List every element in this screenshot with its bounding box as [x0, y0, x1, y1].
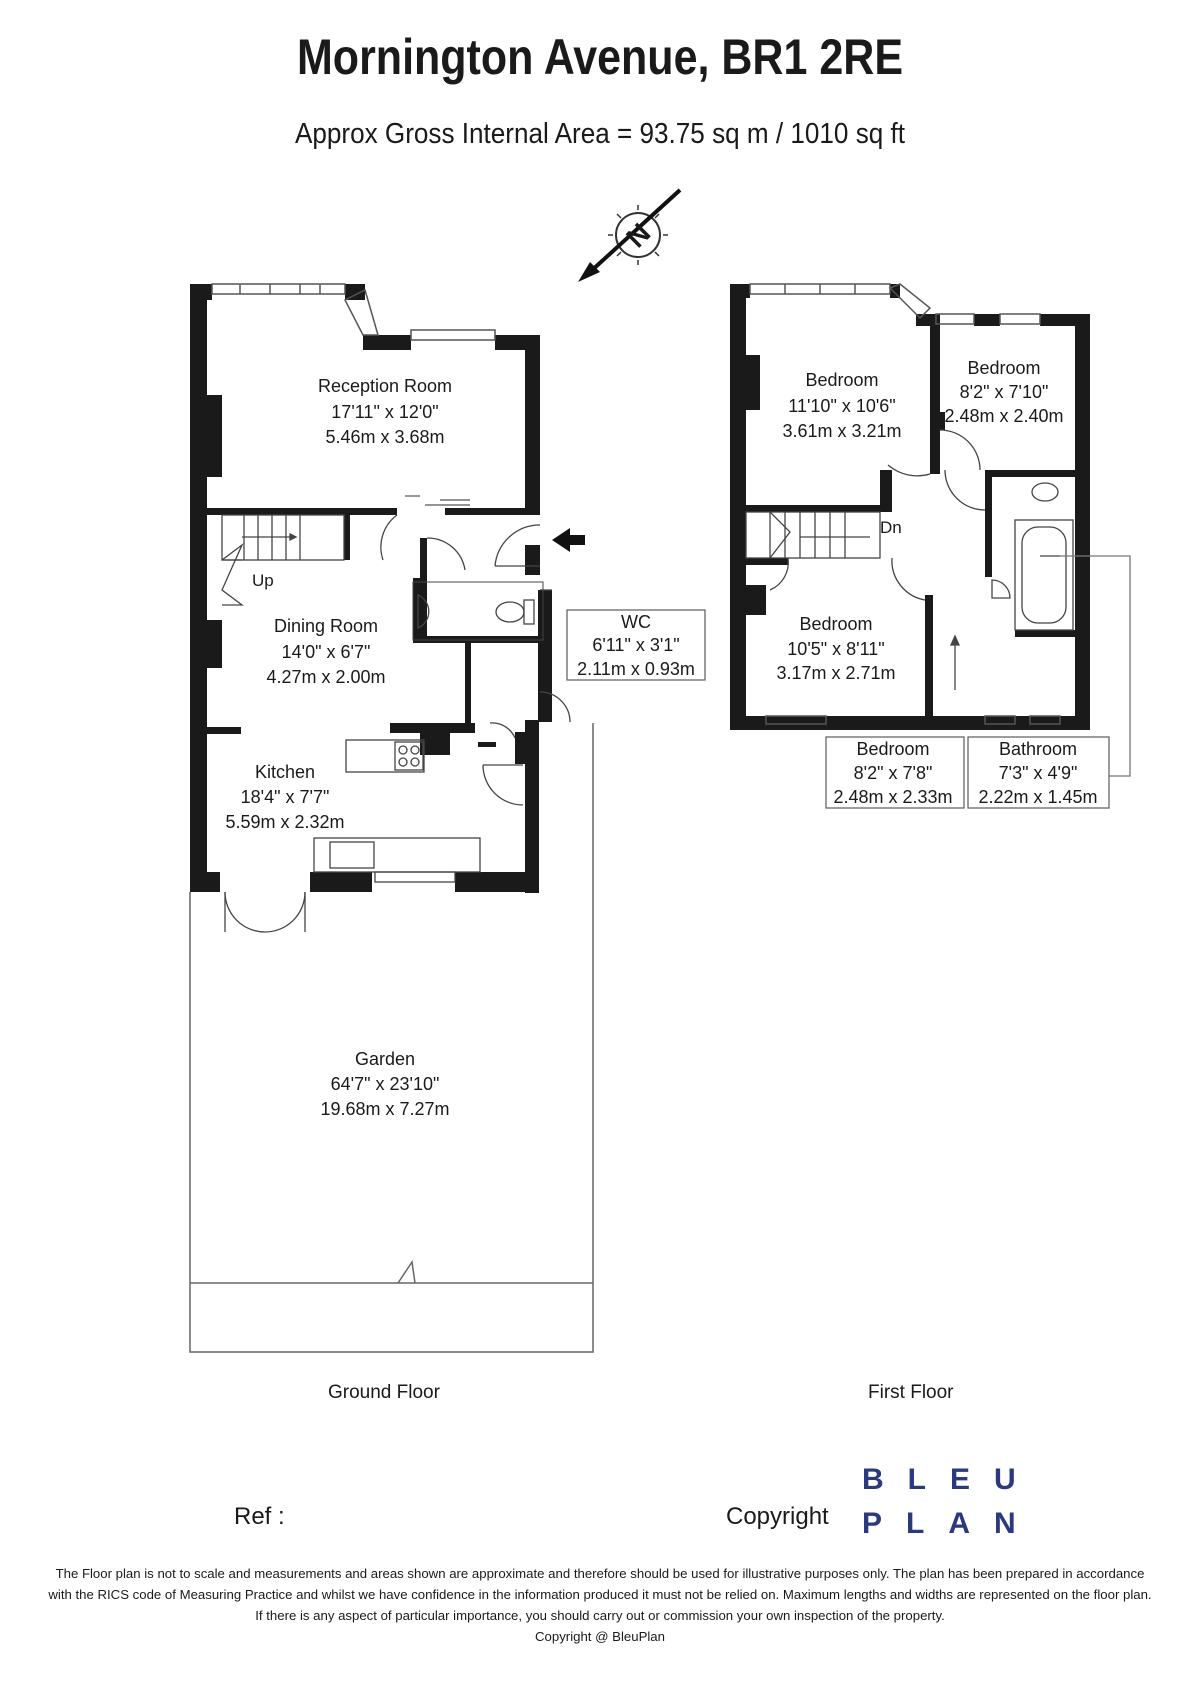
room-imperial: 7'3" x 4'9"	[999, 763, 1078, 783]
room-bedroom-4: Bedroom 8'2" x 7'8" 2.48m x 2.33m	[825, 736, 965, 809]
ground-floor-doors	[224, 514, 571, 933]
room-name: Bedroom	[967, 358, 1040, 378]
first-floor-windows	[749, 283, 1061, 725]
plan-title: Mornington Avenue, BR1 2RE	[296, 29, 904, 85]
toilet-icon	[495, 601, 525, 623]
room-imperial: 6'11" x 3'1"	[592, 635, 679, 655]
room-name: Bedroom	[856, 739, 929, 759]
room-imperial: 14'0" x 6'7"	[282, 642, 371, 662]
room-name: Bathroom	[999, 739, 1077, 759]
first-floor-label: First Floor	[868, 1382, 954, 1403]
room-name: Garden	[355, 1049, 415, 1069]
disclaimer-line: with the RICS code of Measuring Practice…	[48, 1587, 1152, 1602]
ground-floor-plan: Up	[189, 283, 594, 1353]
room-bedroom-3: Bedroom 10'5" x 8'11" 3.17m x 2.71m	[776, 614, 895, 683]
room-imperial: 18'4" x 7'7"	[241, 787, 330, 807]
disclaimer: The Floor plan is not to scale and measu…	[0, 1563, 1200, 1647]
sliding-door-marks	[405, 495, 470, 506]
first-floor-stairs	[745, 511, 881, 559]
ground-floor-label: Ground Floor	[328, 1382, 440, 1403]
garden-gate	[397, 1259, 416, 1284]
room-name: Bedroom	[805, 370, 878, 390]
room-wc: WC 6'11" x 3'1" 2.11m x 0.93m	[566, 609, 706, 681]
entrance-arrow-icon	[552, 528, 585, 552]
room-metric: 5.59m x 2.32m	[225, 812, 344, 832]
basin-icon	[991, 579, 1011, 599]
first-floor-doors	[769, 429, 986, 690]
room-bedroom-2: Bedroom 8'2" x 7'10" 2.48m x 2.40m	[944, 358, 1063, 426]
room-imperial: 64'7" x 23'10"	[331, 1074, 440, 1094]
ref-label: Ref :	[234, 1503, 285, 1530]
room-kitchen: Kitchen 18'4" x 7'7" 5.59m x 2.32m	[225, 762, 344, 832]
bathtub-icon	[1014, 519, 1074, 631]
kitchen-counters	[313, 739, 481, 883]
room-name: Kitchen	[255, 762, 315, 782]
garden-boundary	[189, 723, 594, 1353]
reception-bay-window	[211, 283, 496, 341]
stairs-down-label: Dn	[880, 518, 902, 537]
ground-floor-stairs	[221, 514, 345, 606]
room-metric: 2.48m x 2.40m	[944, 406, 1063, 426]
room-metric: 3.61m x 3.21m	[782, 421, 901, 441]
room-metric: 2.11m x 0.93m	[577, 659, 695, 679]
room-imperial: 11'10" x 10'6"	[788, 396, 895, 416]
room-name: Bedroom	[799, 614, 872, 634]
stairs-up-label: Up	[252, 571, 274, 590]
room-bathroom: Bathroom 7'3" x 4'9" 2.22m x 1.45m	[967, 736, 1110, 809]
room-bedroom-1: Bedroom 11'10" x 10'6" 3.61m x 3.21m	[782, 370, 901, 441]
room-imperial: 10'5" x 8'11"	[787, 639, 884, 659]
room-imperial: 17'11" x 12'0"	[331, 402, 438, 422]
hob-icon	[394, 741, 424, 771]
room-metric: 5.46m x 3.68m	[325, 427, 444, 447]
sink-icon	[329, 841, 375, 869]
bleuplan-logo: BLEU PLAN	[862, 1458, 1040, 1546]
room-imperial: 8'2" x 7'8"	[854, 763, 933, 783]
room-metric: 19.68m x 7.27m	[320, 1099, 449, 1119]
gross-area: Approx Gross Internal Area = 93.75 sq m …	[294, 118, 906, 150]
toilet-icon	[1031, 482, 1059, 502]
wc-basin-icon	[417, 594, 430, 629]
compass-icon: N	[578, 188, 682, 282]
room-imperial: 8'2" x 7'10"	[960, 382, 1049, 402]
disclaimer-line: If there is any aspect of particular imp…	[255, 1608, 945, 1623]
room-metric: 2.22m x 1.45m	[978, 787, 1097, 807]
room-metric: 3.17m x 2.71m	[776, 663, 895, 683]
room-dining: Dining Room 14'0" x 6'7" 4.27m x 2.00m	[266, 616, 385, 687]
wc-fixtures	[412, 581, 552, 641]
first-floor-walls	[730, 284, 1090, 730]
room-name: Reception Room	[318, 376, 452, 396]
logo-line-2: PLAN	[862, 1507, 1040, 1540]
first-floor-plan: Dn	[730, 283, 1131, 777]
copyright-label: Copyright	[726, 1503, 829, 1530]
logo-line-1: BLEU	[862, 1463, 1040, 1496]
room-reception: Reception Room 17'11" x 12'0" 5.46m x 3.…	[318, 376, 452, 447]
bathroom-fixtures	[991, 482, 1131, 777]
room-metric: 2.48m x 2.33m	[833, 787, 952, 807]
room-name: WC	[621, 612, 651, 632]
room-metric: 4.27m x 2.00m	[266, 667, 385, 687]
room-garden: Garden 64'7" x 23'10" 19.68m x 7.27m	[320, 1049, 449, 1119]
room-name: Dining Room	[274, 616, 378, 636]
disclaimer-line: The Floor plan is not to scale and measu…	[55, 1566, 1145, 1581]
disclaimer-line: Copyright @ BleuPlan	[535, 1629, 665, 1644]
